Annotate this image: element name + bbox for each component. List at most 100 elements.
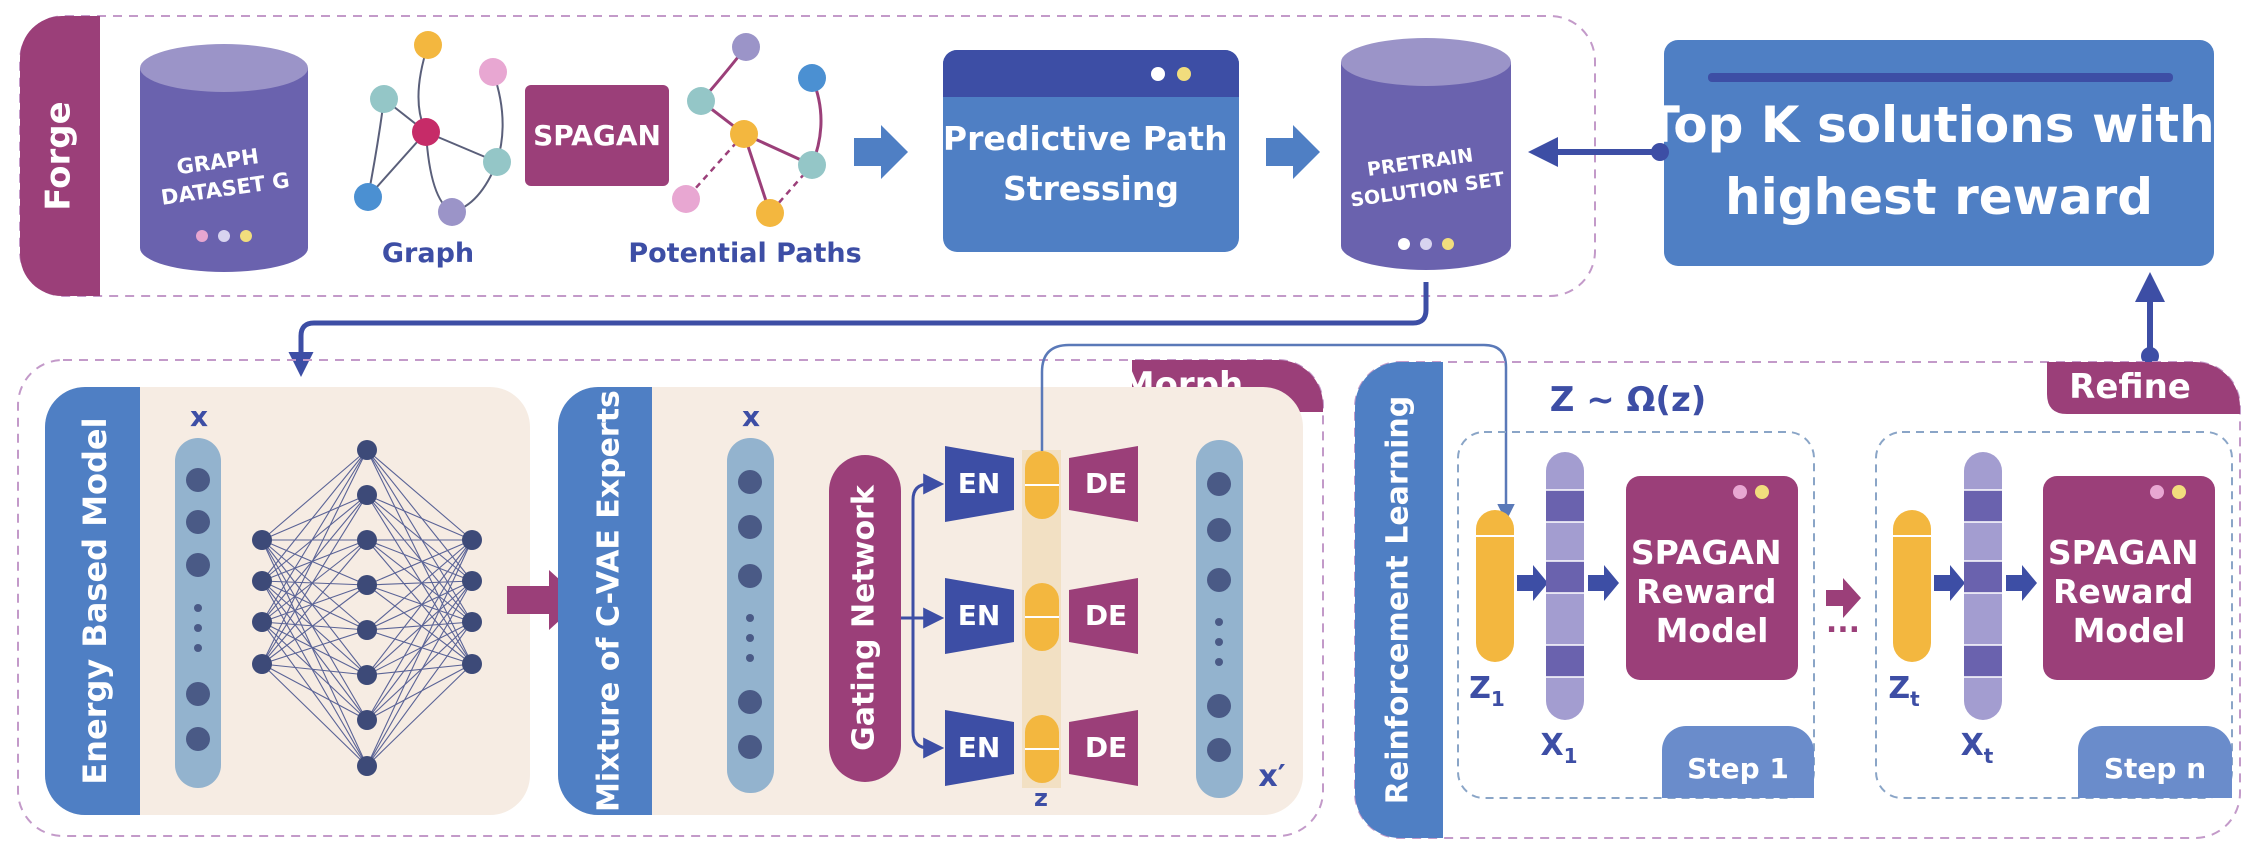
network-node: [462, 571, 482, 591]
network-edge: [261, 494, 368, 623]
network-node: [357, 756, 377, 776]
forge-section: Forge GRAPH DATASET G: [19, 15, 1596, 297]
x-label: X: [1540, 728, 1563, 763]
cvae-input-label: x: [742, 400, 760, 433]
decoder-block: [1069, 710, 1138, 786]
topk-line1: Top K solutions with: [1646, 96, 2215, 154]
network-edge: [261, 494, 368, 541]
network-edge: [261, 621, 368, 767]
x-subscript: 1: [1564, 744, 1578, 768]
network-node: [357, 530, 377, 550]
network-edge: [261, 539, 368, 623]
stressing-label-line2: Stressing: [1003, 169, 1179, 208]
decoder-label: DE: [1085, 731, 1127, 764]
network-edge: [261, 584, 368, 665]
output-label: x′: [1258, 759, 1285, 794]
x-sequence-vector: [1964, 452, 2002, 720]
topk-line2: highest reward: [1725, 168, 2153, 226]
network-edge: [366, 494, 473, 582]
svg-text:SPAGAN Reward: SPAGAN Reward Model: [1631, 533, 1793, 650]
network-node: [252, 612, 272, 632]
network-edge: [261, 449, 368, 665]
network-node: [357, 440, 377, 460]
step-ellipsis: ...: [1826, 605, 1860, 640]
z-latent-capsule: [1476, 510, 1514, 662]
network-edge: [261, 539, 368, 582]
ebm-input-vector: [175, 438, 221, 788]
network-edge: [366, 539, 473, 631]
network-edge: [261, 449, 368, 582]
network-edge: [366, 539, 473, 767]
graph-caption: Graph: [382, 238, 474, 269]
network-edge: [366, 621, 473, 676]
svg-text:Predictive Path Stress: Predictive Path Stressing: [943, 119, 1239, 208]
refine-step-1: Z1 X1 SPAGAN Rew: [1457, 431, 1815, 799]
z-label: Z: [1469, 671, 1491, 706]
network-edge: [261, 580, 368, 586]
network-edge: [261, 621, 368, 721]
network-edge: [261, 494, 368, 582]
forge-arrow-1: [854, 125, 908, 179]
path-stressing-window: Predictive Path Stressing: [943, 50, 1239, 252]
pretrain-solution-cylinder: PRETRAIN SOLUTION SET: [1341, 38, 1511, 270]
pretrain-to-morph-arrow: [288, 282, 1429, 377]
encoder-label: EN: [958, 599, 1001, 632]
network-edge: [366, 539, 473, 582]
network-node: [357, 710, 377, 730]
prior-distribution-text: Z ~ Ω(z): [1550, 380, 1707, 420]
forge-label: Forge: [39, 101, 79, 210]
encoder-block: [945, 446, 1014, 522]
expert-row-1: EN DE: [945, 446, 1138, 522]
network-edge: [366, 580, 473, 676]
reward-label-line3: Model: [1656, 611, 1769, 650]
reward-label-line2: Reward: [1636, 572, 1776, 611]
network-edge: [261, 663, 368, 767]
network-node: [357, 485, 377, 505]
network-edge: [261, 580, 368, 631]
svg-text:X1: X1: [1540, 728, 1577, 768]
network-edge: [366, 494, 473, 623]
network-edge: [261, 584, 368, 623]
network-edge: [366, 449, 473, 665]
graph-dataset-cylinder: GRAPH DATASET G: [140, 44, 308, 272]
encoder-label: EN: [958, 731, 1001, 764]
network-edge: [261, 449, 368, 623]
refine-step-n: Zt Xt SPAGAN Rew: [1875, 431, 2233, 799]
forge-arrow-2: [1266, 125, 1320, 179]
step-tab: [2078, 726, 2232, 798]
svg-text:Top K solutions with hig: Top K solutions with highest reward: [1646, 96, 2232, 226]
network-edge: [366, 539, 473, 586]
network-edge: [261, 539, 368, 767]
network-node: [462, 654, 482, 674]
gating-network: [829, 455, 901, 782]
network-node: [462, 530, 482, 550]
network-edge: [261, 539, 368, 631]
network-edge: [366, 663, 473, 676]
cvae-experts-panel: Mixture of C-VAE Experts x Gating Networ…: [558, 387, 1303, 815]
reward-label-line1: SPAGAN: [2048, 533, 2199, 572]
network-edge: [366, 494, 473, 541]
encoder-label: EN: [958, 467, 1001, 500]
decoder-label: DE: [1085, 599, 1127, 632]
network-edge: [261, 539, 368, 676]
decoder-block: [1069, 446, 1138, 522]
network-edge: [366, 584, 473, 665]
reward-label-line1: SPAGAN: [1631, 533, 1782, 572]
network-edge: [366, 539, 473, 721]
network-edge: [366, 449, 473, 541]
network-edge: [366, 621, 473, 631]
spagan-reward-model: SPAGAN Reward Model: [2043, 476, 2215, 680]
network-edge: [366, 621, 473, 767]
ebm-neural-network: [252, 440, 482, 776]
z-subscript: 1: [1491, 687, 1505, 711]
network-node: [252, 654, 272, 674]
rl-tab: [1355, 362, 1443, 838]
spagan-label: SPAGAN: [533, 119, 661, 152]
network-edge: [261, 539, 368, 665]
network-edge: [261, 580, 368, 767]
network-edge: [261, 663, 368, 721]
network-edge: [366, 539, 473, 665]
step-transition-arrow: [1826, 578, 1861, 618]
network-edge: [261, 580, 368, 721]
